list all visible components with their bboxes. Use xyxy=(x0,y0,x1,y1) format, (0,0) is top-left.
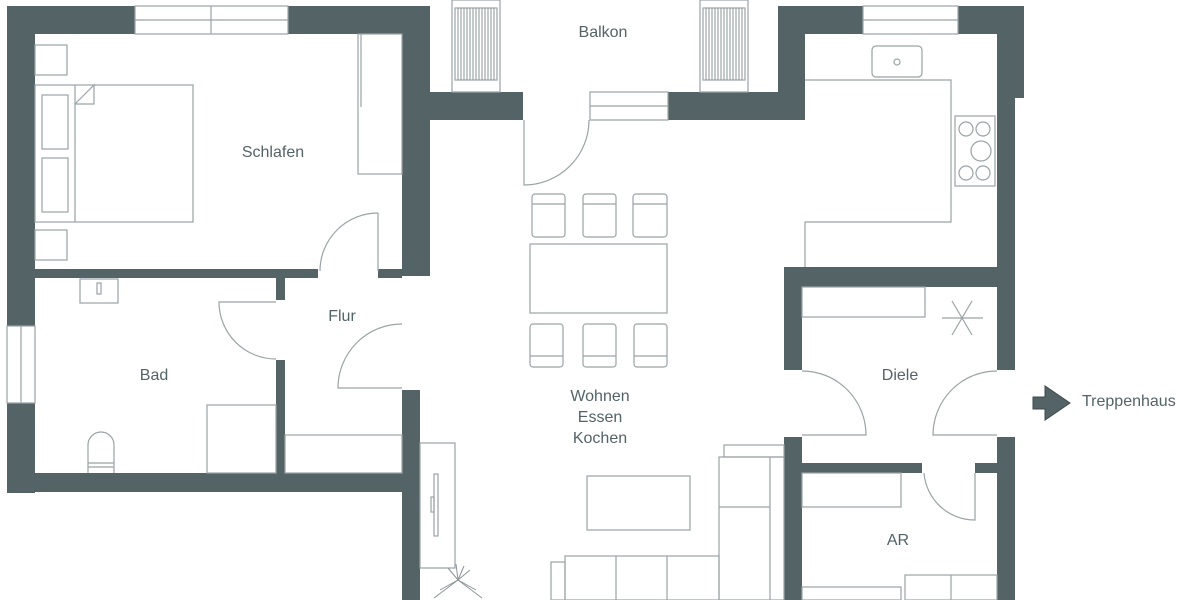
toilet xyxy=(87,431,115,473)
wall xyxy=(35,269,318,278)
wall xyxy=(802,463,922,473)
nightstand xyxy=(34,229,68,261)
balcony-door-swing xyxy=(523,119,590,186)
door-swing xyxy=(337,323,403,389)
door-swing xyxy=(801,370,867,436)
pillow xyxy=(41,94,69,150)
storage-furniture xyxy=(801,472,998,600)
shower xyxy=(206,404,277,474)
living-furniture xyxy=(419,442,785,600)
entry-furniture xyxy=(801,286,998,436)
hallway-furniture xyxy=(284,323,403,474)
dining-set xyxy=(529,193,668,368)
sink xyxy=(871,45,923,78)
room-label-diele: Diele xyxy=(881,367,919,384)
sofa xyxy=(718,456,785,600)
shoe-cabinet xyxy=(801,286,926,318)
sun-loungers xyxy=(451,0,749,93)
door-swing xyxy=(319,212,379,272)
nightstand xyxy=(34,44,68,76)
coffee-table xyxy=(586,475,691,531)
counter xyxy=(804,79,952,267)
wall xyxy=(997,437,1015,600)
wall xyxy=(975,463,997,473)
kitchen-furniture xyxy=(804,45,996,267)
bed xyxy=(34,84,194,223)
walls xyxy=(7,6,1024,600)
arrow-right-icon xyxy=(1032,385,1071,421)
wall xyxy=(778,6,863,34)
label-line: Essen xyxy=(577,409,623,426)
wall xyxy=(402,6,430,276)
wall xyxy=(784,267,1015,287)
wall xyxy=(784,267,802,370)
tv-sideboard xyxy=(419,442,456,569)
wall xyxy=(402,390,420,600)
entrance-door-swing xyxy=(932,370,998,436)
wall xyxy=(7,473,420,492)
door-swing xyxy=(218,301,277,360)
wall xyxy=(784,437,802,600)
label-line: Kochen xyxy=(572,430,628,447)
room-label-bad: Bad xyxy=(139,367,169,384)
chairs-bottom xyxy=(529,323,668,368)
sink xyxy=(79,278,119,304)
shelf xyxy=(801,472,902,508)
bathroom-furniture xyxy=(79,278,277,474)
wall xyxy=(420,92,523,120)
wall xyxy=(997,6,1015,370)
windows xyxy=(6,5,959,404)
bedroom-furniture xyxy=(34,33,403,272)
room-label-flur: Flur xyxy=(328,308,356,325)
dining-table xyxy=(529,243,668,314)
cabinet xyxy=(284,434,403,474)
room-label-balkon: Balkon xyxy=(578,24,628,41)
door-swing xyxy=(923,472,976,521)
wardrobe xyxy=(357,33,403,175)
wall xyxy=(276,360,285,473)
exit-label-treppenhaus: Treppenhaus xyxy=(1082,393,1176,410)
room-label-ar: AR xyxy=(886,532,910,549)
label-line: Wohnen xyxy=(570,388,630,405)
room-label-schlafen: Schlafen xyxy=(241,144,305,161)
pillow xyxy=(41,157,69,213)
wall xyxy=(276,278,285,300)
wall xyxy=(378,269,402,278)
chairs-top xyxy=(531,193,668,238)
ceiling-light-icon xyxy=(942,300,983,336)
stove xyxy=(954,115,996,187)
room-label-wohnen: Wohnen Essen Kochen xyxy=(550,386,650,449)
plant-icon xyxy=(433,563,483,599)
wall xyxy=(7,6,35,326)
